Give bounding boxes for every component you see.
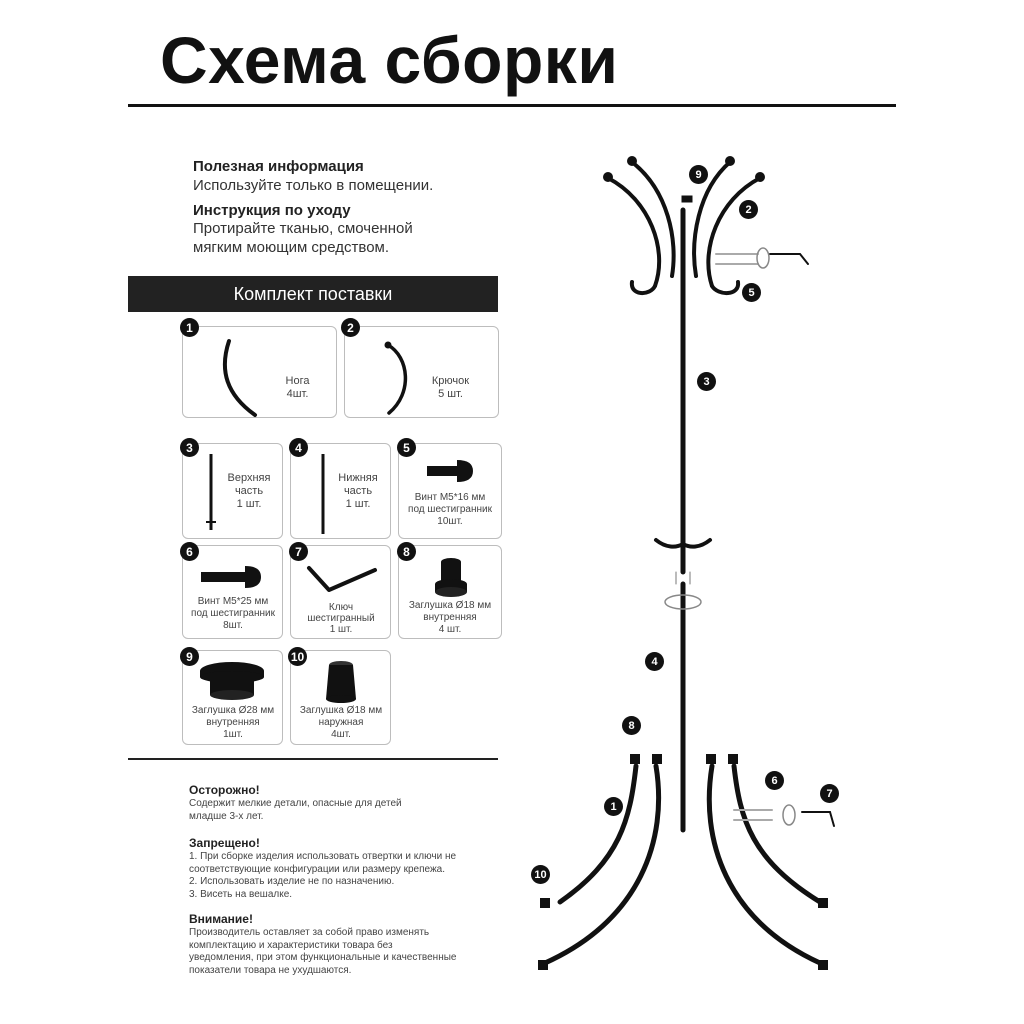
useful-info-title: Полезная информация [193,158,364,175]
top-plug-icon [681,195,693,203]
kit-number-5: 5 [397,438,416,457]
outer-plug-18-icon [326,661,356,703]
kit-number-4: 4 [289,438,308,457]
inner-plug-18-icon [435,558,467,597]
care-text-line-2: мягким моющим средством. [193,239,390,256]
kit-label-4: Нижняя часть 1 шт. [338,472,378,510]
care-text-line-1: Протирайте тканью, смоченной [193,220,413,237]
callout-8: 8 [622,716,641,735]
kit-card-upper-pole: Верхняя часть 1 шт. [182,443,283,539]
kit-label-2: Крючок 5 шт. [431,375,470,400]
callout-2: 2 [739,200,758,219]
kit-card-leg: Нога 4шт. [182,326,337,418]
hook-left-inner [630,160,676,278]
care-title: Инструкция по уходу [193,202,351,219]
kit-number-10: 10 [288,647,307,666]
kit-label-7: Ключ шестигранный 1 шт. [307,602,375,635]
middle-hook-left [654,538,685,549]
screw-short-icon [427,460,473,482]
kit-label-8: Заглушка Ø18 мм внутренняя 4 шт. [408,600,492,635]
screw-long-icon [201,566,261,588]
kit-label-3: Верхняя часть 1 шт. [227,472,271,510]
kit-header: Комплект поставки [128,276,498,312]
kit-label-5: Винт М5*16 мм под шестигранник 10шт. [408,492,492,527]
kit-number-2: 2 [341,318,360,337]
page-title: Схема сборки [160,23,619,97]
callout-3: 3 [697,372,716,391]
kit-number-1: 1 [180,318,199,337]
section-divider [128,758,498,760]
upper-pole-icon [206,454,216,530]
kit-card-inner-plug-28: Заглушка Ø28 мм внутренняя 1шт. [182,650,283,745]
kit-card-outer-plug-18: Заглушка Ø18 мм наружная 4шт. [290,650,391,745]
curved-leg-icon [222,339,257,417]
kit-label-10: Заглушка Ø18 мм наружная 4шт. [299,705,383,740]
forbidden-text: 1. При сборке изделия использовать отвер… [189,851,457,900]
hook-right-inner [692,160,732,278]
kit-card-lower-pole: Нижняя часть 1 шт. [290,443,391,539]
callout-10: 10 [531,865,550,884]
lower-pole-icon [321,454,325,534]
kit-number-7: 7 [289,542,308,561]
leg-right-front [706,763,823,966]
kit-card-hex-key: Ключ шестигранный 1 шт. [290,545,391,639]
middle-hook-right [681,538,712,549]
callout-6: 6 [765,771,784,790]
callout-7: 7 [820,784,839,803]
kit-card-screw-long: Винт М5*25 мм под шестигранник 8шт. [182,545,283,639]
kit-number-8: 8 [397,542,416,561]
attention-title: Внимание! [189,912,253,926]
kit-number-9: 9 [180,647,199,666]
callout-5: 5 [742,283,761,302]
hook-icon [384,341,408,415]
kit-card-inner-plug-18: Заглушка Ø18 мм внутренняя 4 шт. [398,545,502,639]
hook-left-outer [606,176,662,288]
kit-label-1: Нога 4шт. [285,375,310,400]
kit-label-6: Винт М5*25 мм под шестигранник 8шт. [191,596,275,631]
kit-label-9: Заглушка Ø28 мм внутренняя 1шт. [191,705,275,740]
hex-key-icon [307,566,377,592]
hook-right-outer [706,176,762,288]
leg-left-back [557,763,639,905]
kit-number-3: 3 [180,438,199,457]
kit-card-screw-short: Винт М5*16 мм под шестигранник 10шт. [398,443,502,539]
leg-right-back [731,763,823,905]
useful-info-text: Используйте только в помещении. [193,177,434,194]
kit-card-hook: Крючок 5 шт. [344,326,499,418]
caution-text: Содержит мелкие детали, опасные для дете… [189,798,402,822]
callout-1: 1 [604,797,623,816]
callout-9: 9 [689,165,708,184]
attention-text: Производитель оставляет за собой право и… [189,927,457,976]
callout-4: 4 [645,652,664,671]
kit-number-6: 6 [180,542,199,561]
inner-plug-28-icon [200,662,264,700]
title-divider [128,104,896,107]
leg-left-front [542,763,662,966]
forbidden-title: Запрещено! [189,836,260,850]
caution-title: Осторожно! [189,783,260,797]
